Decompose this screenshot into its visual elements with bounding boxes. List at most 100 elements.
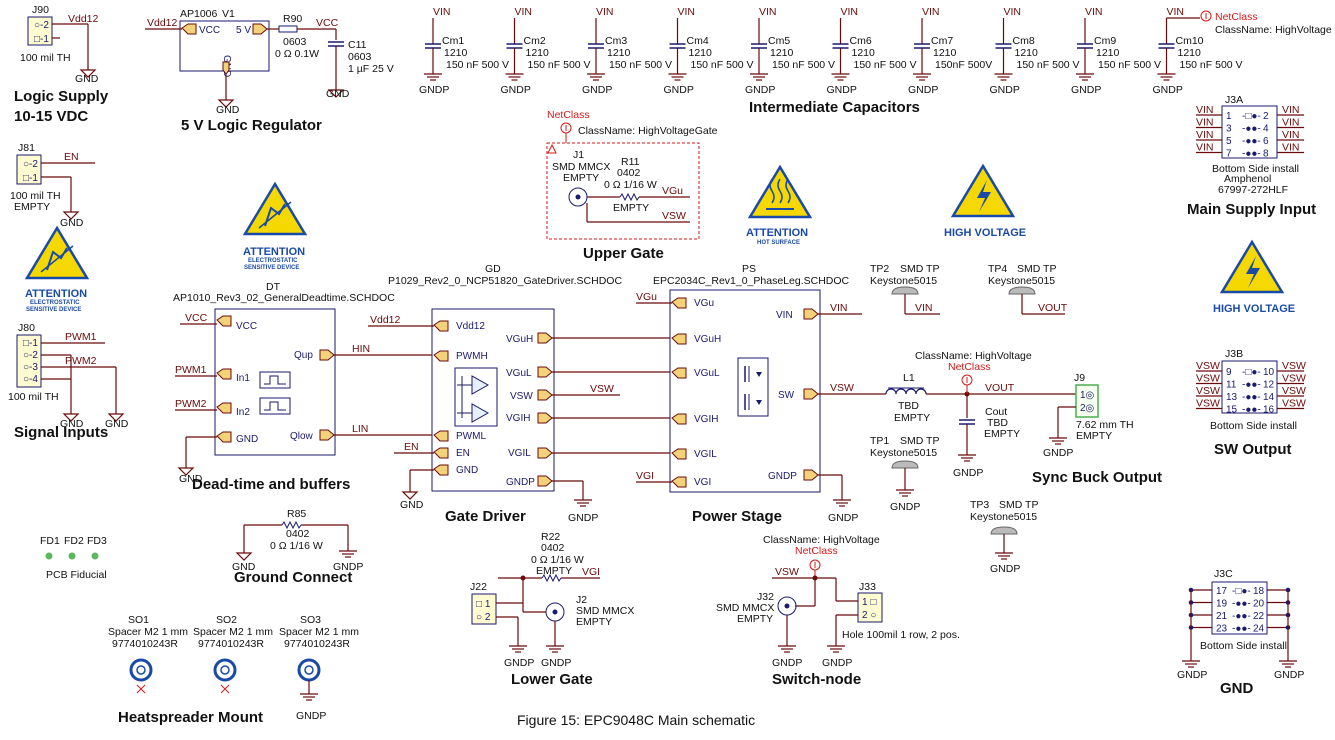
ps-pin-vin: VIN — [776, 310, 793, 321]
section-lower-gate: Lower Gate — [511, 671, 593, 688]
tp3: TP3 SMD TP Keystone5015 GNDP — [970, 499, 1038, 575]
gate-driver-block: GD P1029_Rev2_0_NCP51820_GateDriver.SCHD… — [368, 263, 622, 524]
j3a-note2: Amphenol — [1224, 173, 1271, 185]
cap-gndp-net: GNDP — [745, 84, 775, 96]
ps-pin-vgil: VGIL — [694, 449, 717, 460]
cap-size: 1210 — [526, 47, 550, 59]
tp2-ref: TP2 — [870, 263, 889, 275]
lower-gndp-2: GNDP — [541, 657, 571, 669]
gnd-net-1: GND — [75, 73, 99, 85]
tp4-ref: TP4 — [988, 263, 1007, 275]
hv2-text: HIGH VOLTAGE — [1213, 303, 1295, 315]
pin-net-right: VIN — [1282, 117, 1300, 129]
section-logic-supply-2: 10-15 VDC — [14, 108, 88, 125]
spacer-so3: SO3 Spacer M2 1 mm 9774010243R GNDP — [279, 614, 359, 722]
ps-vgu-net: VGu — [636, 291, 657, 303]
j1-state: EMPTY — [563, 172, 599, 184]
cap-vin-net: VIN — [433, 6, 451, 18]
j81-ref: J81 — [18, 142, 35, 154]
cap-ref: Cm5 — [768, 35, 790, 47]
cap-gndp-net: GNDP — [501, 84, 531, 96]
tp3-part: Keystone5015 — [970, 511, 1037, 523]
pin-net-right: VIN — [1282, 129, 1300, 141]
so3-ref: SO3 — [300, 614, 321, 626]
j80-desc: 100 mil TH — [8, 391, 59, 403]
ps-pin-sw: SW — [778, 390, 795, 401]
pin-right: 6 — [1263, 136, 1269, 147]
r11-state: EMPTY — [613, 202, 649, 214]
section-upper-gate: Upper Gate — [583, 245, 664, 262]
hv-warning-1: HIGH VOLTAGE — [944, 164, 1026, 239]
ps-pin-gndp: GNDP — [768, 471, 797, 482]
dt-pin-in2: In2 — [236, 407, 250, 418]
gd-pin-pwml: PWML — [456, 431, 486, 442]
pin-pads: -●●- — [1242, 149, 1261, 160]
cap-vin-net: VIN — [922, 6, 940, 18]
gnd-net-2: GND — [216, 104, 240, 116]
tp1-type: SMD TP — [900, 435, 939, 447]
pin-left: 5 — [1226, 136, 1232, 147]
sn-gndp-2: GNDP — [822, 657, 852, 669]
pin-net-right: VSW — [1282, 398, 1306, 410]
cap-gndp-net: GNDP — [1071, 84, 1101, 96]
buck-vout-net: VOUT — [985, 382, 1015, 394]
gd-sheet: P1029_Rev2_0_NCP51820_GateDriver.SCHDOC — [388, 275, 622, 287]
tp2-vin-net: VIN — [915, 302, 933, 314]
cap-value: 150 nF 500 V — [609, 59, 672, 71]
cap-value: 150 nF 500 V — [528, 59, 591, 71]
spacer-so2: SO2 Spacer M2 1 mm 9774010243R — [193, 614, 273, 694]
pin-left: 15 — [1226, 405, 1238, 416]
pin-pads: -●●- — [1242, 392, 1261, 403]
pin-pads: -●●- — [1232, 611, 1251, 622]
dt-pin-qup: Qup — [294, 350, 313, 361]
tp3-type: SMD TP — [999, 499, 1038, 511]
gd-pin-vgih: VGIH — [506, 413, 530, 424]
cap-size: 1210 — [852, 47, 876, 59]
cap-size: 1210 — [444, 47, 468, 59]
cap-vin-net: VIN — [759, 6, 777, 18]
j32-type: SMD MMCX — [716, 602, 774, 614]
j33-ref: J33 — [859, 581, 876, 593]
cout-value: TBD — [987, 417, 1008, 429]
r22-value: 0 Ω 1/16 W — [531, 554, 584, 566]
so3-gndp-net: GNDP — [296, 710, 326, 722]
pin-net-left: VSW — [1196, 373, 1220, 385]
ps-pin-vguh: VGuH — [694, 334, 721, 345]
svg-text:1 □: 1 □ — [862, 597, 876, 608]
pin-pads: -●●- — [1242, 124, 1261, 135]
svg-text:□ 1: □ 1 — [476, 599, 491, 610]
dt-pwm2-net: PWM2 — [175, 398, 207, 410]
cap-vin-net: VIN — [515, 6, 533, 18]
j81-desc1: 100 mil TH — [10, 190, 61, 202]
pin-net-left: VIN — [1196, 104, 1214, 116]
tp1-gndp-net: GNDP — [890, 501, 920, 513]
cap-vin-net: VIN — [596, 6, 614, 18]
section-power-stage: Power Stage — [692, 508, 782, 525]
j32-ref: J32 — [757, 591, 774, 603]
gd-pin-gndp: GNDP — [506, 477, 535, 488]
pin-right: 4 — [1263, 124, 1269, 135]
section-deadtime: Dead-time and buffers — [192, 476, 350, 493]
r85-size: 0402 — [286, 528, 310, 540]
pin-left: 13 — [1226, 392, 1238, 403]
l1-ref: L1 — [903, 372, 915, 384]
cap-size: 1210 — [933, 47, 957, 59]
tp4-vout-net: VOUT — [1038, 302, 1068, 314]
j90-ref: J90 — [32, 4, 49, 16]
ps-pin-vgul: VGuL — [694, 368, 720, 379]
pin-left: 9 — [1226, 367, 1232, 378]
tp2: TP2 SMD TP Keystone5015 VIN — [870, 263, 940, 315]
vin-netclass-name: ClassName: HighVoltage — [1215, 24, 1332, 36]
r90-ref: R90 — [283, 13, 302, 25]
ps-vin-net: VIN — [830, 302, 848, 314]
j81-connector: J81 ○-2 □-1 EN 100 mil TH EMPTY GND — [10, 142, 95, 229]
cap-ref: Cm9 — [1094, 35, 1116, 47]
cout-state: EMPTY — [984, 428, 1020, 440]
dt-ref: DT — [266, 281, 281, 293]
sn-netclass-label: NetClass — [795, 545, 838, 557]
pin-left: 19 — [1216, 599, 1228, 610]
